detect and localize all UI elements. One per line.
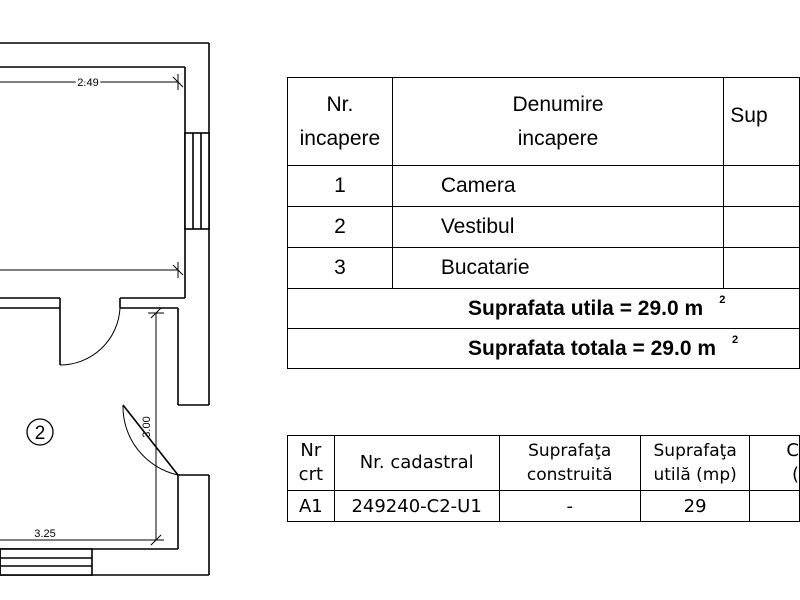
header-denumire: Denumire incapere [391, 77, 725, 166]
cell-suprafata-construita: - [498, 490, 641, 522]
table-row: 1 Camera [287, 165, 800, 207]
door-swing-upper [59, 307, 121, 366]
window-right [184, 132, 210, 230]
dim-label-bottom: 3.25 [34, 528, 55, 540]
room-marker-number: 2 [35, 423, 46, 444]
total-area-exponent: 2 [732, 333, 739, 346]
header-suprafata: Sup [723, 77, 800, 166]
cell-last [749, 490, 800, 522]
cadastral-table: Nr crt Nr. cadastral Suprafaţa construit… [287, 435, 800, 522]
cadastral-header-row: Nr crt Nr. cadastral Suprafaţa construit… [287, 435, 800, 491]
header-nr-cadastral: Nr. cadastral [333, 435, 500, 491]
util-area-exponent: 2 [719, 293, 726, 306]
room-nr: 3 [287, 247, 393, 289]
util-area-row: Suprafata utila = 29.0 m 2 [287, 288, 800, 329]
header-cut-off: C ( [749, 435, 800, 491]
room-name: Bucatarie [391, 247, 725, 289]
rooms-header-row: Nr. incapere Denumire incapere Sup [287, 77, 800, 166]
room-area [723, 165, 800, 207]
header-nr-incapere: Nr. incapere [287, 77, 393, 166]
room-nr: 2 [287, 206, 393, 248]
util-area-label: Suprafata utila = 29.0 m [468, 296, 704, 320]
table-row: A1 249240-C2-U1 - 29 [287, 490, 800, 522]
cell-suprafata-utila: 29 [639, 490, 751, 522]
room-name: Vestibul [391, 206, 725, 248]
room-nr: 1 [287, 165, 393, 207]
total-area-row: Suprafata totala = 29.0 m 2 [287, 328, 800, 369]
table-row: 2 Vestibul [287, 206, 800, 248]
room-area [723, 247, 800, 289]
door-leaf-right [122, 404, 179, 476]
header-suprafata-construita: Suprafaţa construită [498, 435, 641, 491]
total-area-label: Suprafata totala = 29.0 m [468, 336, 717, 360]
window-bottom [0, 548, 93, 576]
room-name: Camera [391, 165, 725, 207]
dim-label-top: 2.49 [77, 77, 98, 89]
cell-nr-crt: A1 [287, 490, 335, 522]
door-swing-right [122, 404, 179, 476]
floor-plan: 2.49 3.00 3.25 2 [0, 42, 210, 576]
header-suprafata-utila: Suprafaţa utilă (mp) [639, 435, 751, 491]
table-row: 3 Bucatarie [287, 247, 800, 289]
rooms-table: Nr. incapere Denumire incapere Sup 1 Cam… [287, 77, 800, 369]
room-marker-circle [26, 418, 54, 446]
dim-label-vertical: 3.00 [141, 416, 153, 437]
header-nr-crt: Nr crt [287, 435, 335, 491]
room-area [723, 206, 800, 248]
cell-nr-cadastral: 249240-C2-U1 [333, 490, 500, 522]
